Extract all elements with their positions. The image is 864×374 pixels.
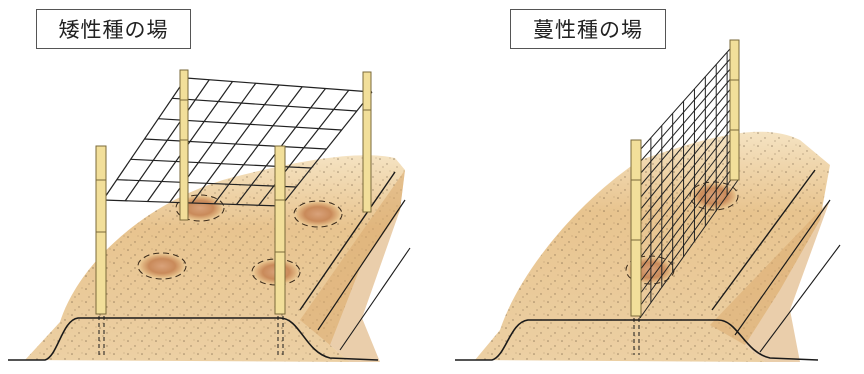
panel-left-dwarf (8, 69, 411, 362)
net-strand (639, 169, 739, 307)
net-strand (639, 139, 739, 271)
panel-right-vine (455, 39, 841, 362)
net-strand (639, 149, 739, 283)
bamboo-pole (362, 71, 372, 213)
bed-profile-left (8, 317, 379, 361)
net-strand (116, 179, 297, 188)
planting-hole (293, 200, 343, 228)
bamboo-pole (729, 39, 740, 181)
net-strand (172, 97, 357, 112)
net-strand (185, 77, 373, 93)
net-strand (639, 159, 739, 295)
bamboo-pole (95, 145, 107, 355)
bed-profile-right (455, 319, 819, 361)
net-strand (102, 199, 282, 207)
caption-dwarf-variety: 矮性種の場 (36, 9, 191, 49)
net-strand (639, 119, 739, 247)
net-strand (639, 79, 739, 199)
net-strand (639, 89, 739, 211)
net-strand (639, 69, 739, 187)
net-strand (639, 99, 739, 223)
planting-hole (137, 252, 187, 280)
net-strand (639, 59, 739, 175)
bamboo-pole (274, 145, 286, 355)
caption-vine-variety: 蔓性種の場 (510, 9, 666, 49)
net-strand (158, 118, 342, 131)
net-strand (144, 138, 327, 150)
net-strand (639, 129, 739, 259)
planting-hole (175, 194, 225, 222)
vertical-net (639, 39, 739, 319)
net-strand (639, 109, 739, 235)
net-strand (639, 39, 739, 151)
net-strand (639, 49, 739, 163)
bamboo-pole (630, 139, 642, 355)
bamboo-pole (179, 69, 189, 221)
net-strand (639, 179, 739, 319)
